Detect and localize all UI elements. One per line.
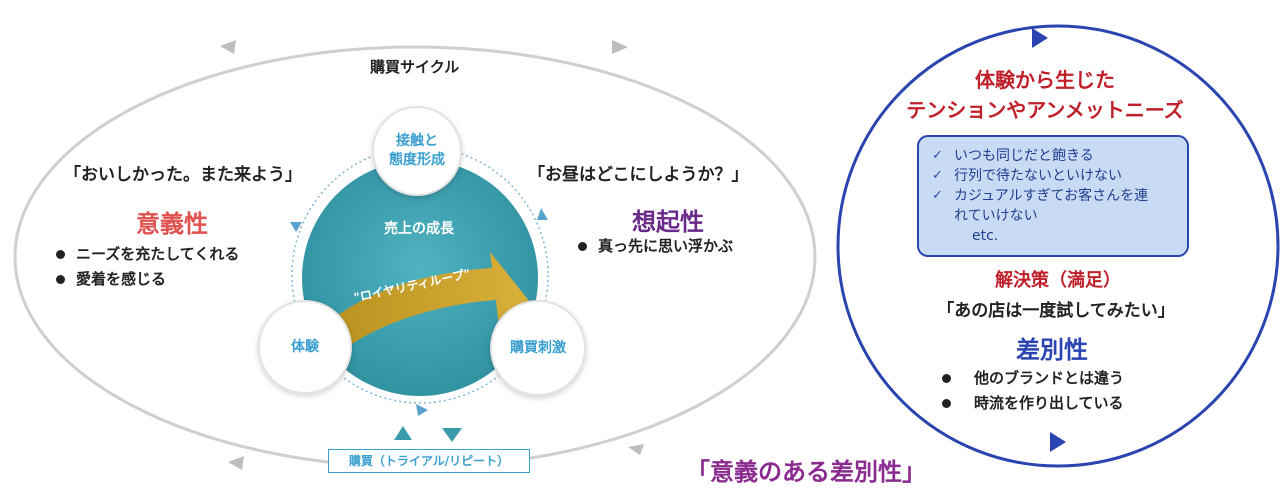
checklist-etc: etc.	[972, 228, 999, 244]
difference-bullet: 他のブランドとは違う	[940, 366, 1124, 391]
checklist-item: ✓いつも同じだと飽きる	[932, 148, 1094, 164]
cycle-arrow-bottom-right	[628, 444, 644, 455]
recall-bullets: 真っ先に思い浮かぶ	[576, 234, 733, 259]
node-experience: 体験	[258, 300, 352, 394]
node-contact-line2: 態度形成	[389, 152, 445, 168]
solution-title: 解決策（満足）	[995, 270, 1121, 291]
purchase-box: 購買（トライアル/リピート）	[328, 449, 530, 473]
ring-arrow-bottom	[1050, 432, 1066, 452]
meaning-bullets: ニーズを充たしてくれる 愛着を感じる	[54, 242, 239, 292]
checklist-item: ✓カジュアルすぎてお客さんを連	[932, 188, 1149, 204]
meaning-bullet: ニーズを充たしてくれる	[54, 242, 239, 267]
node-purchase-stimulus-label: 購買刺激	[510, 339, 566, 356]
ring-arrow-top	[1032, 28, 1048, 48]
tension-title-line2: テンションやアンメットニーズ	[906, 98, 1184, 122]
unmet-needs-checklist: ✓いつも同じだと飽きる ✓行列で待たないといけない ✓カジュアルすぎてお客さんを…	[928, 146, 1148, 246]
purchase-triangle-up	[394, 426, 412, 440]
recall-bullet: 真っ先に思い浮かぶ	[576, 234, 733, 259]
left-quote: 「おいしかった。また来よう」	[64, 165, 302, 185]
cycle-arrow-top-left	[220, 40, 236, 54]
meaningful-difference-caption: 「意義のある差別性」	[686, 458, 926, 486]
checklist-item-continued: れていけない	[954, 208, 1038, 224]
difference-bullets: 他のブランドとは違う 時流を作り出している	[940, 366, 1124, 416]
right-quote: 「お昼はどこにしようか？」	[528, 165, 749, 185]
node-contact-line1: 接触と	[396, 133, 438, 149]
sales-growth-label: 売上の成長	[384, 221, 454, 237]
checklist-box	[917, 135, 1189, 257]
node-experience-label: 体験	[291, 338, 319, 355]
cycle-arrow-top-right	[612, 40, 628, 54]
inner-arrow-left	[290, 222, 302, 232]
inner-arrow-right	[537, 208, 548, 220]
inner-arrow-bottom	[416, 404, 428, 416]
checklist-item: ✓行列で待たないといけない	[932, 168, 1122, 184]
purchase-cycle-title: 購買サイクル	[370, 58, 460, 76]
purchase-box-label: 購買（トライアル/リピート）	[348, 454, 510, 468]
meaning-bullet: 愛着を感じる	[54, 267, 239, 292]
difference-title: 差別性	[1016, 336, 1088, 364]
loyalty-loop-arrow	[318, 252, 530, 352]
tension-cycle-ring	[836, 24, 1280, 468]
meaning-title: 意義性	[136, 210, 208, 238]
inner-dotted-loop	[291, 146, 549, 404]
tension-title-line1: 体験から生じた	[975, 68, 1115, 92]
difference-bullet: 時流を作り出している	[940, 391, 1124, 416]
purchase-triangle-down	[442, 428, 462, 442]
solution-quote: 「あの店は一度試してみたい」	[937, 301, 1175, 321]
node-contact-attitude: 接触と 態度形成	[372, 106, 462, 196]
node-purchase-stimulus: 購買刺激	[490, 300, 586, 396]
recall-title: 想起性	[632, 208, 704, 236]
cycle-arrow-bottom-left	[228, 456, 244, 470]
